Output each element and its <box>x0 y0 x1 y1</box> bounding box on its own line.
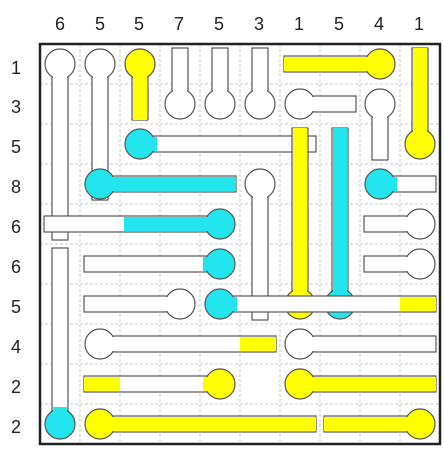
col-hint-6: 3 <box>253 14 264 34</box>
thermometer[interactable] <box>84 408 317 440</box>
row-hint-7: 5 <box>10 297 21 317</box>
thermometer[interactable] <box>244 168 276 321</box>
thermometer[interactable] <box>83 248 236 280</box>
col-hint-9: 4 <box>373 14 384 34</box>
thermometer[interactable] <box>204 288 437 320</box>
thermometer-neck <box>403 417 420 431</box>
thermometer-tube[interactable] <box>51 247 69 425</box>
row-hint-9: 2 <box>10 377 21 397</box>
row-hint-10: 2 <box>10 417 21 437</box>
thermometer-neck <box>380 177 397 191</box>
col-hint-3: 5 <box>133 14 144 34</box>
thermometer[interactable] <box>83 288 196 320</box>
thermometer-fill <box>333 128 347 304</box>
col-hint-8: 5 <box>333 14 344 34</box>
thermometer-neck <box>373 104 387 121</box>
thermometer[interactable] <box>363 248 436 280</box>
thermometer-neck <box>300 377 317 391</box>
thermometer[interactable] <box>84 328 277 360</box>
thermometer-neck <box>53 64 67 81</box>
thermometer-fill <box>324 417 420 431</box>
thermometer-neck <box>133 64 147 81</box>
board-frame <box>38 42 442 446</box>
thermometer[interactable] <box>283 48 396 80</box>
thermometer[interactable] <box>364 168 437 200</box>
thermometer[interactable] <box>84 168 237 200</box>
row-hint-2: 3 <box>10 97 21 117</box>
thermometer-neck <box>363 57 380 71</box>
row-hint-1: 1 <box>10 58 21 78</box>
thermometer[interactable] <box>284 127 316 320</box>
thermometer-neck <box>203 257 220 271</box>
thermometer-tube[interactable] <box>51 63 69 241</box>
thermometer-neck <box>403 217 420 231</box>
thermometer-neck <box>93 64 107 81</box>
row-hint-8: 4 <box>10 337 21 357</box>
row-hint-5: 6 <box>10 217 21 237</box>
col-hint-10: 1 <box>413 14 424 34</box>
thermometer-tube[interactable] <box>83 255 221 273</box>
thermometer-fill <box>284 57 380 71</box>
col-hint-2: 5 <box>94 14 105 34</box>
thermometer[interactable] <box>124 128 317 160</box>
thermometer-fill <box>300 377 436 391</box>
thermometer-tip-fill <box>240 337 276 351</box>
thermometer[interactable] <box>83 368 236 400</box>
thermometer-fill <box>293 128 307 304</box>
thermometer-neck <box>403 257 420 271</box>
thermometer-tube[interactable] <box>139 135 317 153</box>
col-hint-5: 5 <box>213 14 224 34</box>
thermometer-neck <box>140 137 157 151</box>
thermometer[interactable] <box>124 48 156 121</box>
thermometer-neck <box>413 127 427 144</box>
thermometer-fill <box>100 417 316 431</box>
thermometer[interactable] <box>244 47 276 120</box>
thermometer[interactable] <box>44 48 76 241</box>
thermometer-neck <box>100 177 117 191</box>
thermometer-neck <box>300 337 317 351</box>
thermometer[interactable] <box>364 88 396 161</box>
thermometer-neck <box>100 417 117 431</box>
thermometer-neck <box>203 377 220 391</box>
row-hint-4: 8 <box>10 177 21 197</box>
row-hint-3: 5 <box>10 137 21 157</box>
thermometer[interactable] <box>323 408 436 440</box>
row-hint-6: 6 <box>10 257 21 277</box>
thermometer-neck <box>213 87 227 104</box>
thermometer[interactable] <box>284 328 437 360</box>
thermometer[interactable] <box>44 247 76 440</box>
thermometer[interactable] <box>363 208 436 240</box>
thermometer-fill <box>100 177 236 191</box>
thermometer-fill <box>124 217 220 231</box>
thermometer-neck <box>173 87 187 104</box>
thermometer[interactable] <box>404 47 436 160</box>
thermometers[interactable] <box>43 47 437 440</box>
thermometer-tip-fill <box>400 297 436 311</box>
thermometer-tube[interactable] <box>299 335 437 353</box>
thermometer[interactable] <box>324 127 356 320</box>
thermometer[interactable] <box>204 47 236 120</box>
thermometer[interactable] <box>84 48 116 201</box>
thermometer[interactable] <box>164 47 196 120</box>
col-hint-1: 6 <box>54 14 65 34</box>
col-hint-7: 1 <box>293 14 304 34</box>
thermometer[interactable] <box>284 88 357 120</box>
thermometer-neck <box>300 97 317 111</box>
thermometer-neck <box>203 217 220 231</box>
thermometer-neck <box>53 407 67 424</box>
thermometer-neck <box>163 297 180 311</box>
thermometer[interactable] <box>43 208 236 240</box>
thermometer-fill <box>413 48 427 144</box>
thermometer[interactable] <box>284 368 437 400</box>
col-hint-4: 7 <box>173 14 184 34</box>
thermometer-neck <box>100 337 117 351</box>
thermometer-neck <box>253 87 267 104</box>
thermometer-neck <box>220 297 237 311</box>
thermometer-tip-fill <box>84 377 120 391</box>
thermometer-neck <box>253 184 267 201</box>
